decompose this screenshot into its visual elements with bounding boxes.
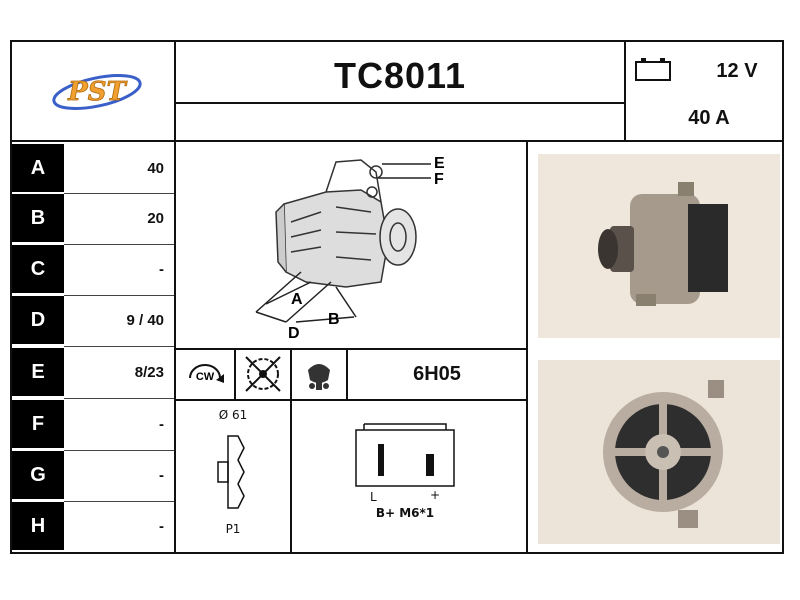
- connector-terminal: B+ M6*1: [375, 506, 435, 520]
- pulley-diameter: Ø 61: [218, 408, 248, 422]
- spec-sheet: PST TC8011 12 V 40 A A 40 B 20 C - D 9 /…: [10, 40, 784, 554]
- connector-left-label: L: [370, 490, 377, 504]
- row-label-g: G: [12, 451, 64, 499]
- row-value-e: 8/23: [134, 363, 164, 381]
- alternator-photo-side: [538, 154, 780, 338]
- alternator-drawing: E F A B D: [176, 142, 526, 348]
- row-label-f: F: [12, 400, 64, 448]
- row-value-g: -: [159, 466, 164, 484]
- row-value-f: -: [159, 415, 164, 433]
- connector-right-label: +: [430, 488, 441, 502]
- alternator-photo-front: [538, 360, 780, 544]
- row-value-b: 20: [147, 209, 164, 227]
- row-label-a: A: [12, 144, 64, 192]
- drawing-label-e: E: [434, 155, 445, 172]
- row-label-d: D: [12, 296, 64, 344]
- regulator-icon: [292, 350, 346, 399]
- drawing-label-f: F: [434, 171, 444, 188]
- row-value-d: 9 / 40: [126, 311, 164, 329]
- pulley-type: P1: [225, 522, 241, 536]
- part-number: TC8011: [333, 55, 467, 96]
- brand-logo: PST: [42, 62, 152, 122]
- row-label-h: H: [12, 502, 64, 550]
- pst-logo-icon: PST: [52, 74, 142, 110]
- drawing-label-b: B: [328, 311, 340, 328]
- row-value-a: 40: [147, 159, 164, 177]
- battery-icon: [634, 54, 674, 82]
- connector-plug-icon: [352, 422, 458, 492]
- row-value-h: -: [159, 517, 164, 535]
- clockwise-arrow-icon: CW: [176, 350, 234, 399]
- pulley-icon: [208, 432, 258, 512]
- fan-crossed-icon: [236, 350, 290, 399]
- drawing-label-a: A: [291, 291, 303, 308]
- voltage-value: 12 V: [716, 60, 758, 82]
- current-value: 40 A: [688, 107, 730, 129]
- drawing-label-d: D: [288, 325, 300, 342]
- regulator-code: 6H05: [413, 363, 461, 385]
- row-label-c: C: [12, 245, 64, 293]
- row-label-e: E: [12, 348, 64, 396]
- brand-text: PST: [67, 77, 127, 107]
- dimension-table: A 40 B 20 C - D 9 / 40 E 8/23 F - G - H …: [12, 142, 174, 552]
- rotation-label: CW: [196, 371, 215, 383]
- row-value-c: -: [159, 260, 164, 278]
- row-label-b: B: [12, 194, 64, 242]
